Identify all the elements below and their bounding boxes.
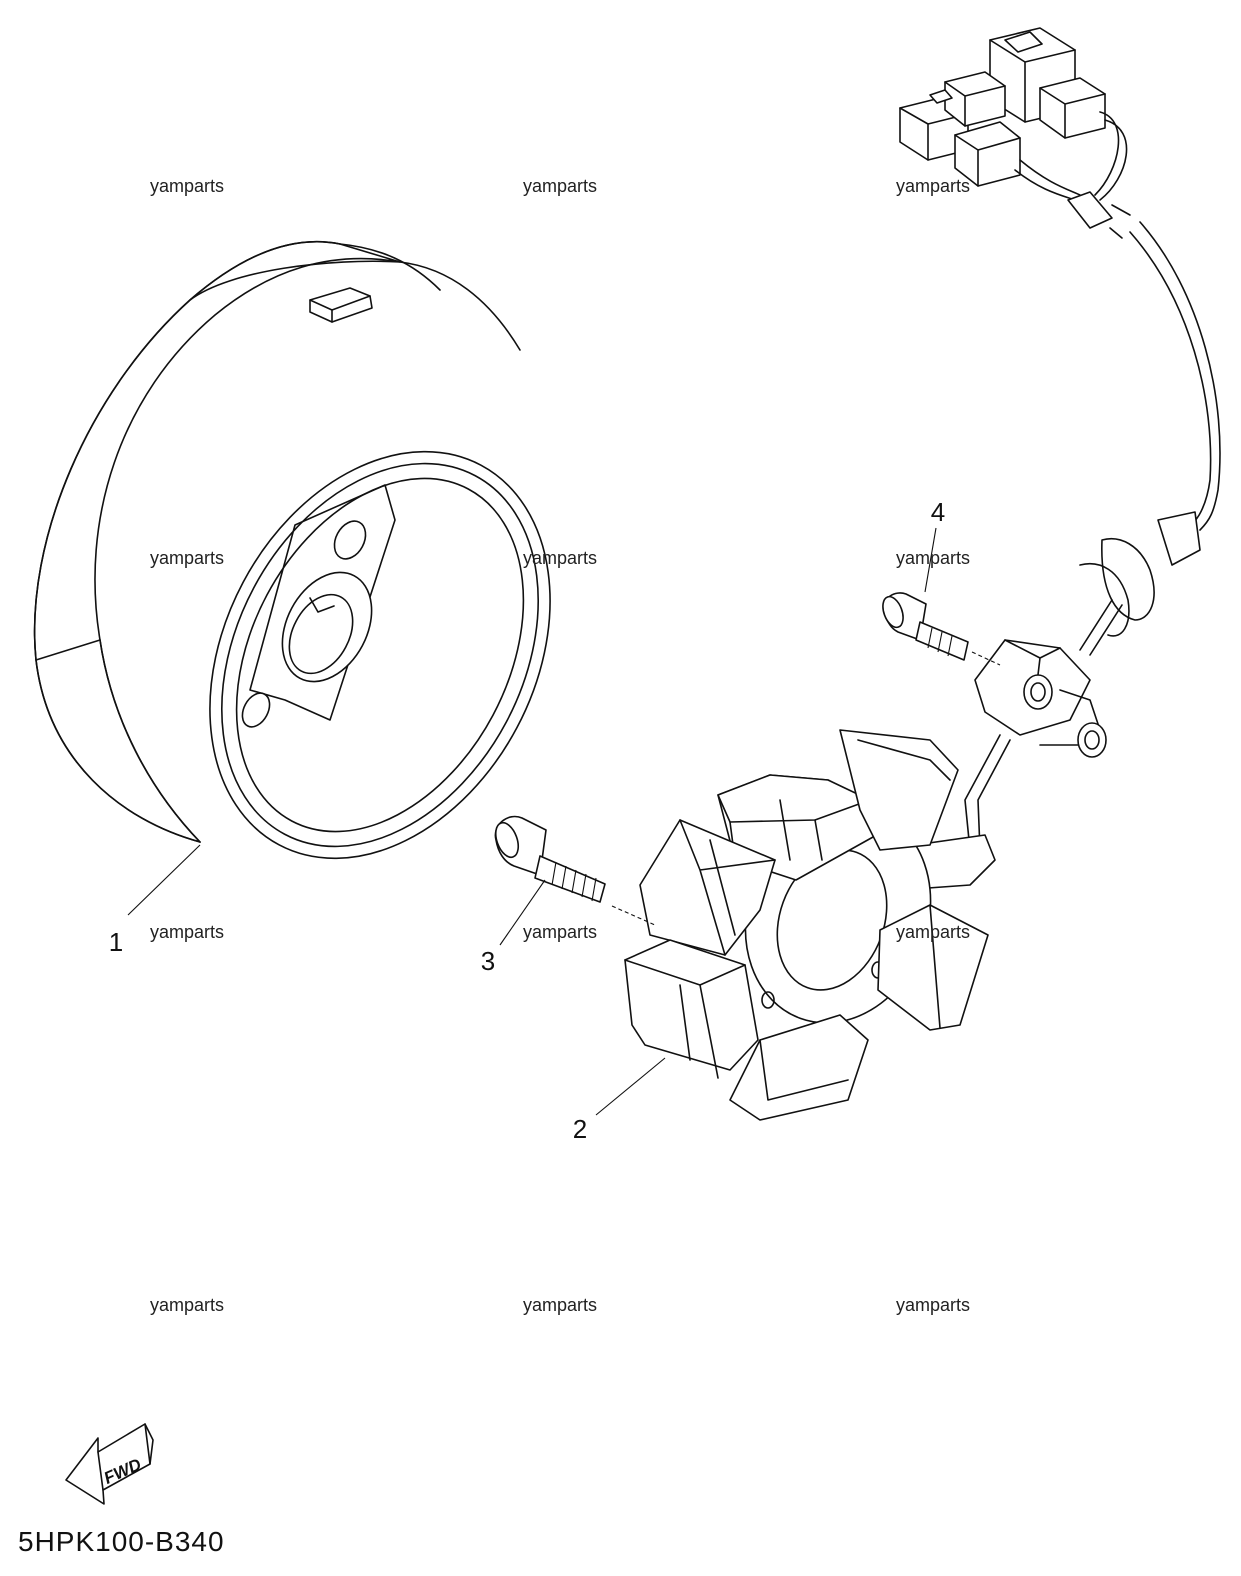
wire-harness-drawing bbox=[899, 27, 1221, 656]
watermark: yamparts bbox=[895, 1295, 971, 1315]
callout-3: 3 bbox=[480, 946, 496, 976]
watermark: yamparts bbox=[895, 922, 971, 942]
stator-coil-drawing bbox=[624, 729, 989, 1121]
leader-line-1 bbox=[127, 844, 201, 916]
watermark: yamparts bbox=[522, 1295, 598, 1315]
leader-line-3 bbox=[499, 879, 546, 946]
watermark: yamparts bbox=[149, 176, 225, 196]
watermark: yamparts bbox=[149, 1295, 225, 1315]
leader-lines bbox=[127, 527, 937, 1116]
flywheel-rotor-drawing bbox=[33, 241, 551, 860]
callout-4: 4 bbox=[930, 497, 946, 527]
diagram-code: 5HPK100-B340 bbox=[18, 1526, 225, 1557]
bolt-4-drawing bbox=[882, 592, 1001, 666]
watermark: yamparts bbox=[895, 548, 971, 568]
callout-2: 2 bbox=[572, 1114, 588, 1144]
watermark: yamparts bbox=[522, 548, 598, 568]
leader-line-2 bbox=[595, 1057, 666, 1116]
watermark: yamparts bbox=[895, 176, 971, 196]
fwd-arrow-icon: FWD bbox=[65, 1423, 154, 1505]
watermark: yamparts bbox=[522, 922, 598, 942]
watermark: yamparts bbox=[522, 176, 598, 196]
watermark: yamparts bbox=[149, 922, 225, 942]
leader-line-4 bbox=[924, 527, 937, 593]
watermark: yamparts bbox=[149, 548, 225, 568]
callout-1: 1 bbox=[108, 927, 124, 957]
bolt-3-drawing bbox=[494, 815, 656, 926]
